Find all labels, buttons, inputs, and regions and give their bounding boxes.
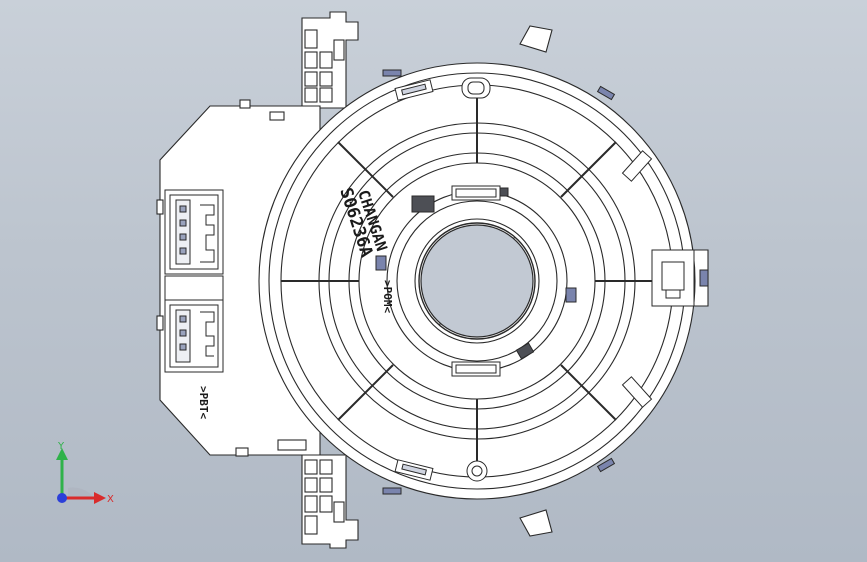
x-axis-label: X xyxy=(107,494,114,505)
y-axis-arrow xyxy=(56,448,68,460)
triad-arc xyxy=(68,487,94,498)
ring-clips xyxy=(382,69,709,495)
axis-triad: Y X xyxy=(56,441,114,505)
x-axis-arrow xyxy=(94,492,106,504)
ring-material-label: >POM< xyxy=(381,280,394,313)
y-axis-label: Y xyxy=(57,441,65,452)
bottom-bracket xyxy=(301,454,359,549)
top-bracket xyxy=(301,11,359,109)
z-axis-dot xyxy=(57,493,67,503)
housing-material-label: >PBT< xyxy=(197,386,210,419)
connector-b xyxy=(164,275,224,373)
center-bore xyxy=(420,224,534,338)
connector-a xyxy=(164,189,224,275)
rotor-details xyxy=(375,185,577,377)
